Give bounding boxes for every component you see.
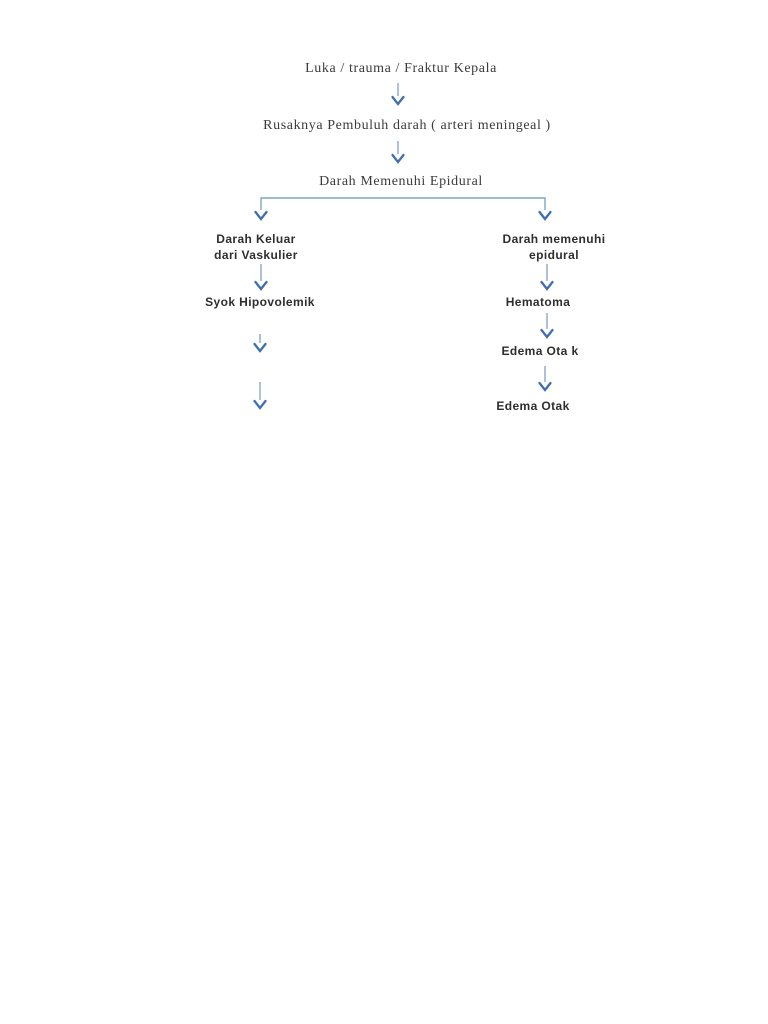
arrow-down-icon [391, 141, 405, 164]
arrow-down-icon [253, 334, 267, 353]
flow-node-syok-hipovolemik: Syok Hipovolemik [205, 295, 315, 309]
arrow-down-icon [538, 366, 552, 392]
flow-node-edema-otak: Edema Otak [496, 399, 570, 413]
flow-node-darah-keluar-dari-vaskulier: Darah Keluar dari Vaskulier [214, 232, 298, 262]
flow-node-darah-memenuhi-epidural-right: Darah memenuhi epidural [502, 232, 606, 262]
arrow-down-icon [540, 264, 554, 291]
flow-node-edema-ota-k: Edema Ota k [501, 344, 579, 358]
flow-node-luka-trauma: Luka / trauma / Fraktur Kepala [305, 61, 497, 76]
arrow-down-icon [391, 83, 405, 106]
flow-node-darah-memenuhi-epidural: Darah Memenuhi Epidural [319, 174, 483, 189]
arrow-down-icon [253, 382, 267, 410]
flow-node-rusaknya-pembuluh-darah: Rusaknya Pembuluh darah ( arteri meninge… [263, 118, 551, 133]
arrow-down-icon [540, 313, 554, 339]
branch-connector-line [254, 197, 552, 221]
arrow-down-icon [254, 264, 268, 291]
flow-node-hematoma: Hematoma [505, 295, 571, 309]
